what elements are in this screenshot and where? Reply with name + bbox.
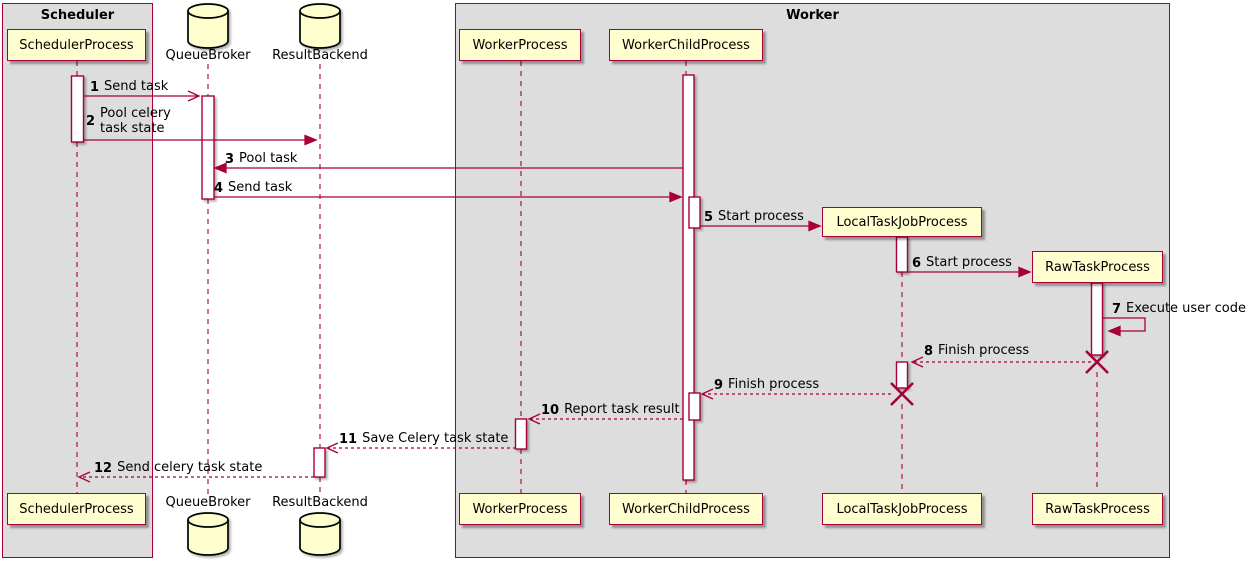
participant-raw-task-process-bottom: RawTaskProcess — [1032, 493, 1163, 525]
activation-local-task-job-2 — [895, 361, 909, 389]
destroy-icon-local-task-job — [890, 382, 914, 406]
message-arrows — [77, 90, 1146, 483]
lifelines — [76, 61, 1098, 495]
destroy-marks — [890, 350, 1109, 406]
participant-worker-process-top: WorkerProcess — [459, 29, 581, 61]
participant-scheduler-process-bottom: SchedulerProcess — [7, 493, 146, 525]
scheduler-frame-title: Scheduler — [40, 8, 115, 23]
activation-worker-child-nested-1 — [688, 196, 701, 229]
activation-raw-task — [1090, 282, 1104, 356]
result-backend-label-top: ResultBackend — [272, 48, 368, 63]
participant-worker-child-process-bottom: WorkerChildProcess — [609, 493, 763, 525]
arrow-7 — [1103, 317, 1146, 332]
participant-worker-process-bottom: WorkerProcess — [459, 493, 581, 525]
queue-broker-database-icon-bottom — [187, 512, 229, 556]
activation-worker-child-main — [682, 74, 695, 481]
participant-label: WorkerProcess — [472, 501, 568, 517]
queue-broker-label-bottom: QueueBroker — [165, 495, 251, 510]
participant-label: SchedulerProcess — [19, 501, 134, 517]
result-backend-database-icon-bottom — [299, 512, 341, 556]
queue-broker-database-icon — [187, 3, 229, 49]
queue-broker-label-top: QueueBroker — [165, 48, 251, 63]
participant-raw-task-process-created: RawTaskProcess — [1032, 251, 1163, 283]
participant-label: WorkerChildProcess — [622, 501, 750, 517]
participant-worker-child-process-top: WorkerChildProcess — [609, 29, 763, 61]
destroy-icon-raw-task — [1085, 350, 1109, 374]
participant-label: LocalTaskJobProcess — [836, 501, 968, 517]
participant-label: WorkerChildProcess — [622, 37, 750, 53]
activation-bars — [70, 74, 1104, 481]
activation-local-task-job-1 — [895, 236, 909, 273]
worker-frame-title: Worker — [786, 8, 839, 23]
activation-worker-child-nested-2 — [688, 392, 701, 421]
participant-label: RawTaskProcess — [1045, 501, 1150, 517]
participant-local-task-job-process-created: LocalTaskJobProcess — [822, 207, 982, 237]
activation-worker-process — [514, 418, 528, 450]
participant-local-task-job-process-bottom: LocalTaskJobProcess — [822, 493, 982, 525]
participant-label: WorkerProcess — [472, 37, 568, 53]
participant-label: RawTaskProcess — [1045, 259, 1150, 275]
result-backend-label-bottom: ResultBackend — [272, 495, 368, 510]
activation-scheduler-process — [70, 75, 85, 143]
activation-result-backend — [313, 447, 326, 478]
activation-queue-broker — [201, 95, 215, 200]
participant-label: SchedulerProcess — [19, 37, 134, 53]
participant-label: LocalTaskJobProcess — [836, 214, 968, 230]
result-backend-database-icon — [299, 3, 341, 49]
participant-scheduler-process-top: SchedulerProcess — [7, 29, 146, 61]
